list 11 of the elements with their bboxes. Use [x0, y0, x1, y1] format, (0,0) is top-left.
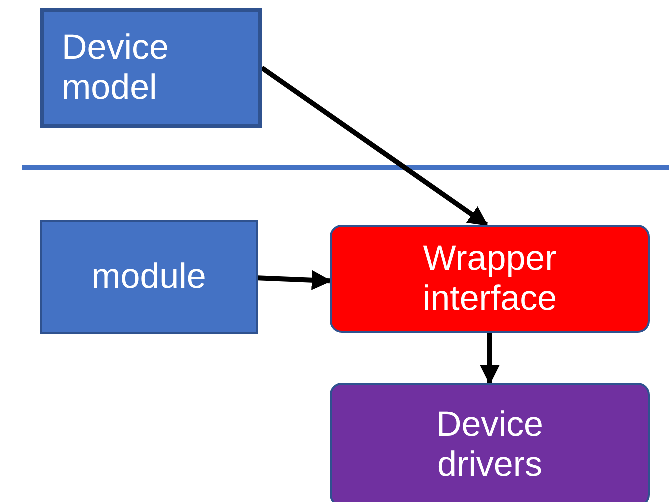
- process-box: [40, 8, 262, 128]
- process-box: [330, 383, 650, 502]
- arrow: [258, 270, 332, 290]
- process-box: [40, 220, 258, 334]
- box-label: Wrapper interface: [422, 238, 558, 320]
- box-label: Device model: [62, 28, 170, 108]
- arrow: [480, 333, 500, 385]
- process-box: [330, 225, 650, 333]
- arrow: [260, 66, 488, 228]
- box-label: Device drivers: [436, 404, 544, 486]
- box-label: module: [92, 256, 206, 298]
